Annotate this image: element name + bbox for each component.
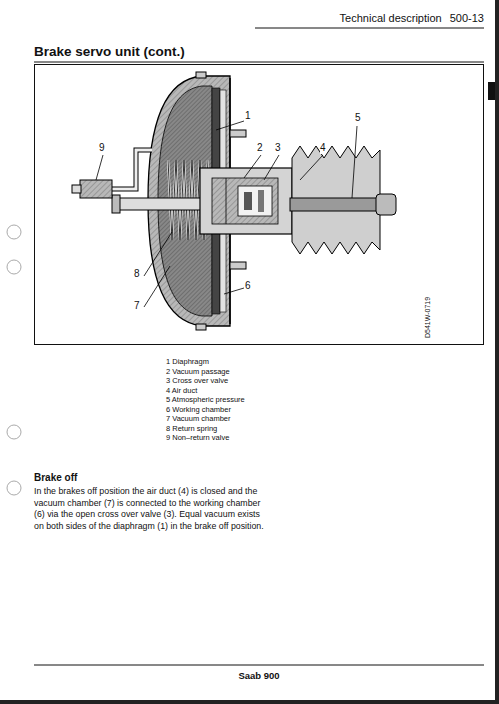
section-heading: Brake off bbox=[34, 472, 77, 484]
callout-number: 8 bbox=[134, 268, 140, 280]
callout-number: 7 bbox=[134, 300, 140, 312]
footer-text: Saab 900 bbox=[238, 671, 279, 682]
legend-line: 6 Working chamber bbox=[166, 406, 231, 415]
page-number: 500-13 bbox=[450, 12, 484, 25]
legend-line: 7 Vacuum chamber bbox=[166, 415, 230, 424]
legend-line: 4 Air duct bbox=[166, 387, 197, 396]
header-text: Technical description bbox=[340, 12, 442, 25]
callout-number: 6 bbox=[245, 280, 251, 292]
callout-number: 4 bbox=[320, 142, 326, 154]
legend-line: 2 Vacuum passage bbox=[166, 368, 230, 377]
page-title: Brake servo unit (cont.) bbox=[34, 44, 185, 60]
body-paragraph: In the brakes off position the air duct … bbox=[34, 486, 268, 532]
legend-line: 9 Non–return valve bbox=[166, 434, 229, 443]
legend-line: 8 Return spring bbox=[166, 425, 217, 434]
callout-number: 9 bbox=[99, 142, 105, 154]
legend-line: 5 Atmospheric pressure bbox=[166, 396, 245, 405]
callout-number: 5 bbox=[355, 112, 361, 124]
callout-number: 2 bbox=[257, 142, 263, 154]
drawing-code: D541W-0719 bbox=[424, 297, 432, 338]
callout-number: 3 bbox=[275, 142, 281, 154]
legend-line: 3 Cross over valve bbox=[166, 377, 228, 386]
callout-number: 1 bbox=[245, 110, 251, 122]
legend-line: 1 Diaphragm bbox=[166, 358, 209, 367]
